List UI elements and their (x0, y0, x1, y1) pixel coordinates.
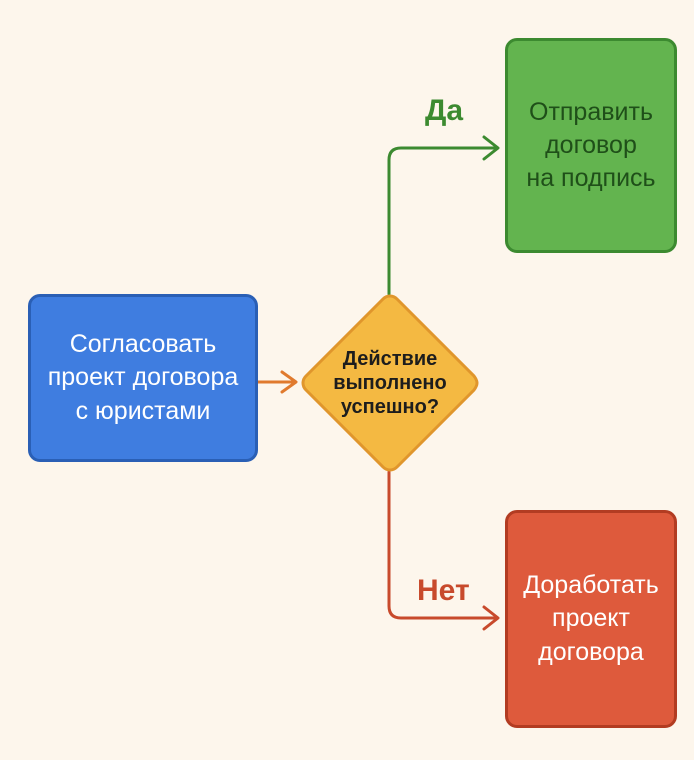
decision-diamond-shape (301, 294, 479, 472)
start-process-label: Согласовать проект договора с юристами (47, 330, 239, 425)
no-target-label: Доработать проект договора (523, 571, 659, 666)
edge-label-no: Нет (417, 574, 470, 607)
edge-label-yes: Да (425, 94, 464, 127)
decision-label: Действие выполнено успешно? (333, 348, 447, 418)
arrow-decision-to-yes (387, 135, 500, 296)
start-process-node: Согласовать проект договора с юристами (28, 294, 258, 462)
arrow-decision-to-no (387, 470, 500, 631)
arrow-start-to-decision (256, 370, 298, 394)
decision-node: Действие выполнено успешно? (299, 292, 481, 474)
yes-target-node: Отправить договор на подпись (505, 38, 677, 253)
no-target-node: Доработать проект договора (505, 510, 677, 728)
yes-target-label: Отправить договор на подпись (526, 97, 656, 193)
